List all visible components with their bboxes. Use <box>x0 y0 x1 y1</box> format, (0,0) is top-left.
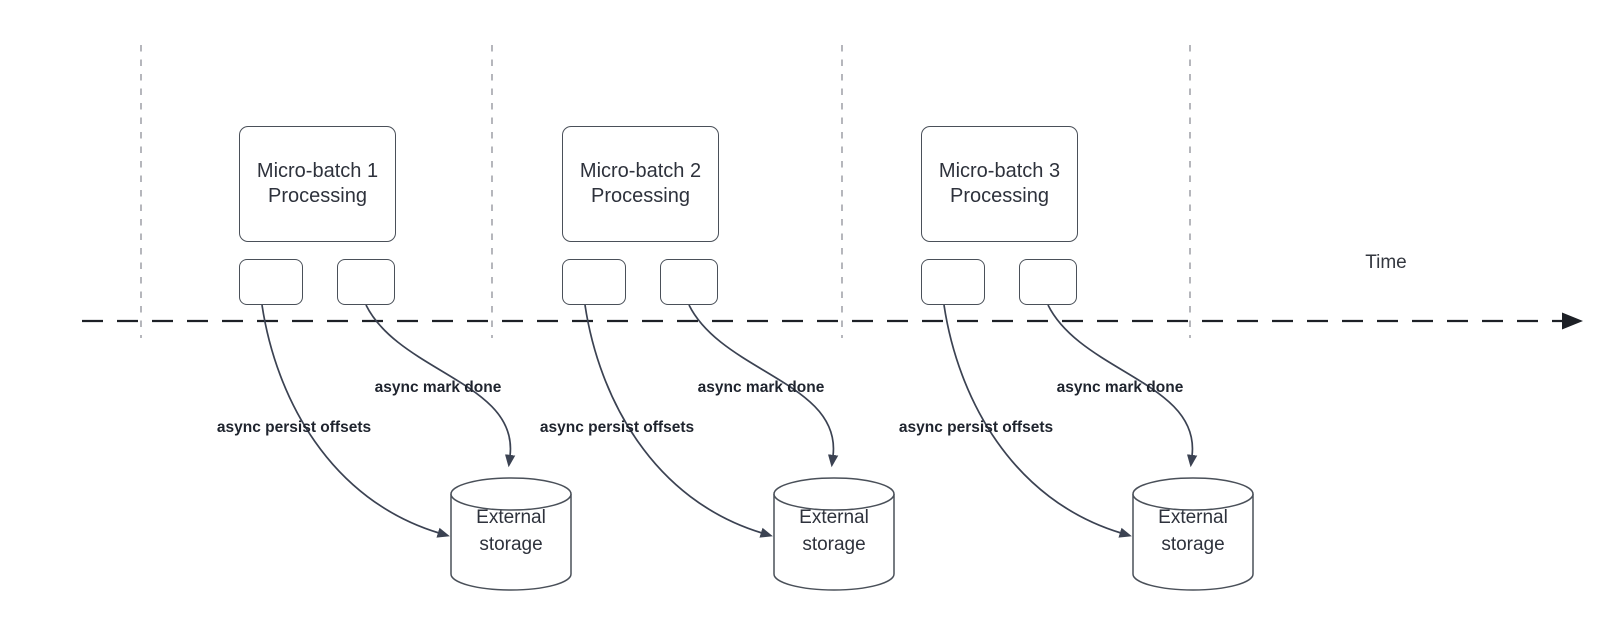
persist-offsets-label: async persist offsets <box>216 419 372 436</box>
storage-cylinder <box>450 477 572 591</box>
micro-batch-box: Micro-batch 1 Processing <box>239 126 396 242</box>
external-storage-label: External storage <box>799 507 869 555</box>
timeline-arrowhead <box>1562 312 1583 330</box>
mark-done-label: async mark done <box>1056 379 1184 396</box>
storage-cylinder <box>1132 477 1254 591</box>
micro-batch-box: Micro-batch 2 Processing <box>562 126 719 242</box>
mark-done-arrow <box>1047 304 1198 468</box>
persist-offsets-arrow <box>261 304 450 538</box>
mark-done-arrow <box>688 304 839 468</box>
mark-done-label: async mark done <box>374 379 502 396</box>
time-label: Time <box>1365 252 1407 273</box>
mark-done-arrow <box>365 304 516 468</box>
commit-box <box>660 259 718 305</box>
offset-range-box <box>921 259 985 305</box>
persist-offsets-arrow <box>943 304 1132 538</box>
persist-offsets-arrow <box>584 304 773 538</box>
mark-done-label: async mark done <box>697 379 825 396</box>
external-storage-label: External storage <box>476 507 546 555</box>
persist-offsets-label: async persist offsets <box>539 419 695 436</box>
micro-batch-box: Micro-batch 3 Processing <box>921 126 1078 242</box>
offset-range-box <box>239 259 303 305</box>
external-storage-label: External storage <box>1158 507 1228 555</box>
storage-cylinder <box>773 477 895 591</box>
offset-range-box <box>562 259 626 305</box>
persist-offsets-label: async persist offsets <box>898 419 1054 436</box>
commit-box <box>337 259 395 305</box>
commit-box <box>1019 259 1077 305</box>
